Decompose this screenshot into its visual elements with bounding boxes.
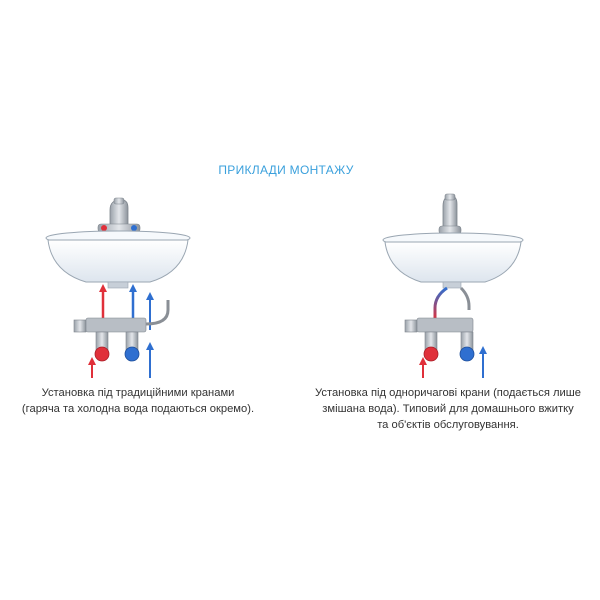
single-lever-tap-diagram xyxy=(382,193,524,378)
cold-inlet-arrow xyxy=(146,342,154,378)
basin xyxy=(45,230,191,289)
caption-line: та об'єктів обслуговування. xyxy=(377,419,519,431)
faucet xyxy=(97,197,141,233)
hot-inlet-arrow xyxy=(419,357,427,378)
hot-valve-knob xyxy=(94,346,110,362)
hot-water-line xyxy=(99,284,107,322)
drain-pipe xyxy=(459,286,471,310)
traditional-taps-illustration xyxy=(38,180,238,380)
mixed-water-hose xyxy=(433,286,448,320)
cold-valve-knob xyxy=(124,346,140,362)
cold-tap-indicator xyxy=(131,225,137,231)
hot-valve-knob xyxy=(423,346,439,362)
valve-assembly xyxy=(73,300,170,362)
caption-line: змішана вода). Типовий для домашнього вж… xyxy=(322,403,574,415)
page-title: ПРИКЛАДИ МОНТАЖУ xyxy=(218,163,354,177)
caption-line: (гаряча та холодна вода подаються окремо… xyxy=(21,403,255,415)
cold-inlet-arrow xyxy=(479,346,487,378)
traditional-taps-diagram xyxy=(45,197,191,378)
single-lever-faucet xyxy=(438,193,462,235)
cold-water-line xyxy=(129,284,137,322)
hot-tap-indicator xyxy=(101,225,107,231)
basin xyxy=(382,232,524,289)
single-lever-tap-caption: Установка під одноричагові крани (подаєт… xyxy=(300,385,596,433)
caption-line: Установка під одноричагові крани (подаєт… xyxy=(315,387,581,399)
traditional-taps-caption: Установка під традиційними кранами (гаря… xyxy=(4,385,272,417)
cold-valve-knob xyxy=(459,346,475,362)
valve-assembly xyxy=(404,317,475,362)
hot-inlet-arrow xyxy=(88,357,96,378)
caption-line: Установка під традиційними кранами xyxy=(41,387,235,399)
single-lever-tap-illustration xyxy=(365,180,545,380)
